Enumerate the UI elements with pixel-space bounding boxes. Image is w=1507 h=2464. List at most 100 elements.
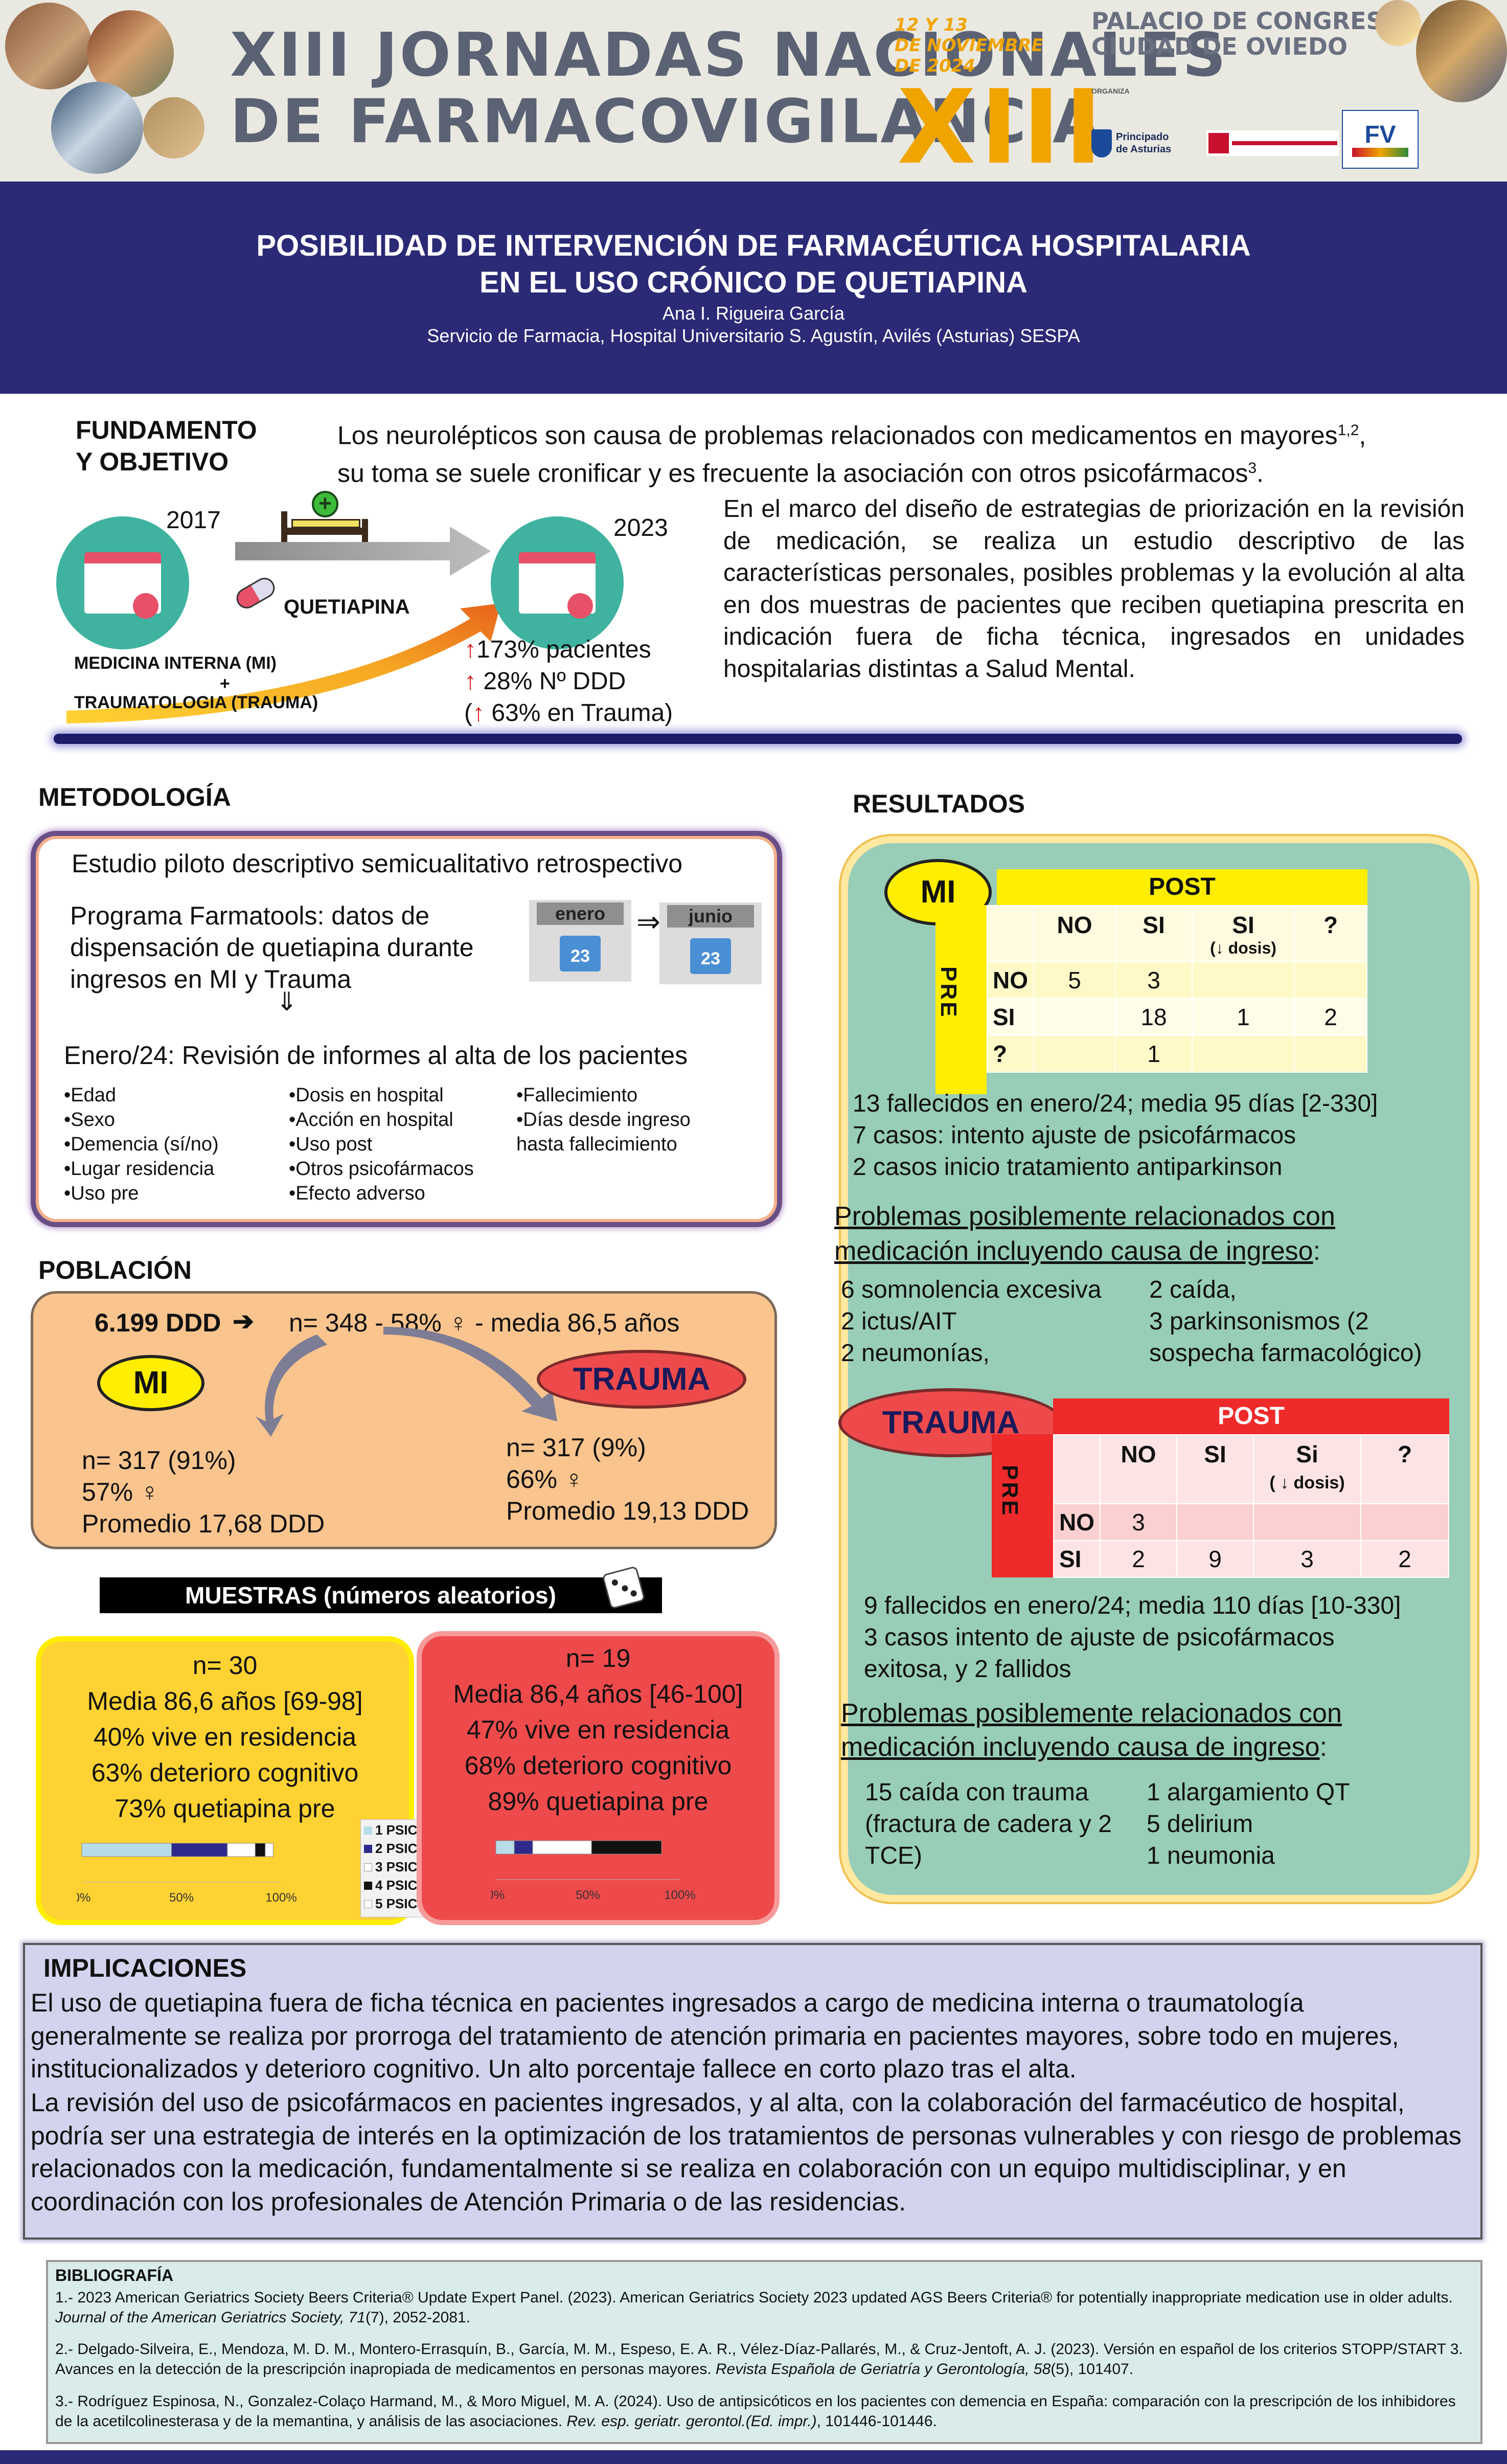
trauma-sample-line: n= 19 [565, 1644, 631, 1672]
growth-arrow [66, 527, 501, 724]
table-cell [1033, 998, 1116, 1036]
poblacion-heading: POBLACIÓN [38, 1256, 192, 1284]
variable-item: •Acción en hospital [289, 1109, 453, 1131]
metodologia-line1: Estudio piloto descriptivo semicualitati… [72, 849, 682, 878]
trauma-problem: 15 caída con trauma [865, 1779, 1089, 1806]
intro-sup1: 1,2 [1337, 422, 1359, 439]
trauma-problem: TCE) [865, 1842, 922, 1869]
ref1-text: 1.- 2023 American Geriatrics Society Bee… [55, 2289, 1453, 2306]
conference-date-line1: 12 Y 13 [895, 15, 968, 35]
intro-line1: Los neurolépticos son causa de problemas… [337, 421, 1338, 450]
drug-label: QUETIAPINA [284, 596, 410, 618]
variable-item: •Fallecimiento [516, 1084, 638, 1106]
poster-title-line2: EN EL USO CRÓNICO DE QUETIAPINA [479, 266, 1028, 299]
mi-problem: 2 caída, [1149, 1276, 1237, 1303]
fundamento-heading-line2: Y OBJETIVO [76, 447, 229, 476]
table-row: NO 5 3 [987, 961, 1367, 999]
photo-collage-left [0, 0, 215, 182]
trauma-population-line: n= 317 (9%) [506, 1433, 646, 1462]
legend-swatch [364, 1882, 372, 1890]
table-cell: 1 [1115, 1035, 1193, 1073]
table-cell: 3 [1115, 961, 1193, 999]
trauma-problem: 1 alargamiento QT [1147, 1779, 1350, 1806]
footer-band [0, 2450, 1507, 2464]
variable-item: •Demencia (sí/no) [64, 1134, 219, 1155]
ref2-tail: (5), 101407. [1051, 2361, 1134, 2378]
trauma-problems-col1: 15 caída con trauma (fractura de cadera … [865, 1777, 1112, 1872]
mi-post-header: POST [997, 869, 1367, 905]
muestras-heading: MUESTRAS (números aleatorios) [100, 1577, 662, 1613]
year-start: 2017 [166, 507, 221, 534]
trauma-note: 3 casos intento de ajuste de psicofármac… [864, 1624, 1335, 1651]
variable-item: •Lugar residencia [64, 1158, 215, 1180]
table-row: NO 3 [1053, 1503, 1449, 1541]
problems-heading-line1: Problemas posiblemente relacionados con [834, 1202, 1335, 1231]
table-cell [1294, 961, 1367, 999]
bibliografia-box [46, 2260, 1482, 2444]
trauma-sample-box [417, 1631, 780, 1925]
split-arrows [256, 1327, 557, 1437]
mi-sample-line: 40% vive en residencia [93, 1723, 357, 1751]
column-header: SI [1176, 1434, 1254, 1504]
table-cell: 2 [1294, 998, 1367, 1036]
variables-col2: •Dosis en hospital •Acción en hospital •… [289, 1083, 474, 1206]
legend-swatch [364, 1826, 372, 1835]
trauma-results-table: NO SI Si( ↓ dosis) ? NO 3 SI 2 9 3 2 [1053, 1434, 1449, 1578]
ministry-logo [1206, 130, 1339, 156]
evolution-diagram: 2017 + QUETIAPINA 2023 MEDICINA INTERNA … [51, 491, 711, 731]
trauma-post-header: POST [1053, 1398, 1449, 1434]
mi-note: 2 casos inicio tratamiento antiparkinson [853, 1154, 1283, 1181]
variable-item: •Sexo [64, 1109, 115, 1131]
table-row: SI 18 1 2 [987, 998, 1367, 1036]
column-subheader: (↓ dosis) [1210, 939, 1276, 957]
row-header: NO [1053, 1503, 1101, 1541]
mi-sample-box [36, 1636, 414, 1925]
trauma-pre-label: PRE [997, 1465, 1022, 1518]
intro-sup2: 3 [1248, 459, 1257, 477]
problems-heading-colon: : [1313, 1236, 1321, 1266]
venue-line2: CIUDAD DE OVIEDO [1091, 33, 1348, 60]
table-cell [1192, 1035, 1295, 1073]
x-tick-label: 50% [169, 1891, 194, 1905]
mi-population-line: n= 317 (91%) [82, 1446, 236, 1475]
implicaciones-para2: La revisión del uso de psicofármacos en … [31, 2088, 1462, 2216]
table-row: ? 1 [987, 1035, 1367, 1073]
bar-segment-4-psicof [255, 1843, 266, 1857]
bar-segment-2-psicof [514, 1840, 533, 1855]
trauma-problem: 1 neumonia [1147, 1842, 1275, 1869]
table-cell: 2 [1100, 1540, 1177, 1578]
trauma-sample-line: Media 86,4 años [46-100] [453, 1680, 743, 1708]
table-row: SI 2 9 3 2 [1053, 1540, 1449, 1578]
mi-badge: MI [97, 1355, 204, 1411]
x-tick-label: 0% [77, 1891, 90, 1905]
resultados-heading: RESULTADOS [853, 789, 1025, 818]
bar-segment-3-psicof [227, 1843, 256, 1857]
fundamento-intro: Los neurolépticos son causa de problemas… [337, 414, 1482, 489]
mi-note: 13 fallecidos en enero/24; media 95 días… [853, 1090, 1378, 1117]
trauma-results-table-wrap: POST PRE NO SI Si( ↓ dosis) ? NO 3 SI 2 … [992, 1398, 1449, 1578]
problems-heading-line2: medicación incluyendo causa de ingreso [834, 1236, 1313, 1266]
mi-sample-line: Media 86,6 años [69-98] [87, 1687, 363, 1715]
bibliografia-ref1: 1.- 2023 American Geriatrics Society Bee… [55, 2288, 1471, 2327]
trauma-population-line: Promedio 19,13 DDD [506, 1497, 749, 1525]
total-ddd: 6.199 DDD [95, 1308, 221, 1337]
mi-sample-line: 73% quetiapina pre [115, 1794, 335, 1823]
trauma-sample-line: 68% deterioro cognitivo [464, 1751, 732, 1780]
bibliografia-heading: BIBLIOGRAFÍA [55, 2266, 174, 2285]
ref1-journal: Journal of the American Geriatrics Socie… [55, 2309, 366, 2326]
mi-pre-label-bar: PRE [935, 905, 987, 1094]
bar-segment-1-psicof [495, 1840, 515, 1855]
trauma-population: n= 317 (9%) 66% ♀ Promedio 19,13 DDD [506, 1432, 749, 1527]
column-subheader: ( ↓ dosis) [1269, 1473, 1345, 1493]
table-cell: 5 [1033, 961, 1116, 999]
trauma-psicof-chart: 0%50%100% [491, 1840, 696, 1902]
metodologia-heading: METODOLOGÍA [38, 783, 231, 811]
variable-item: •Uso pre [64, 1183, 139, 1204]
row-header: SI [1053, 1540, 1101, 1578]
mi-population-line: Promedio 17,68 DDD [82, 1509, 325, 1538]
row-header: ? [987, 1035, 1034, 1073]
units-line1: MEDICINA INTERNA (MI) [74, 653, 277, 673]
ref3-journal: Rev. esp. geriatr. gerontol.(Ed. impr.) [566, 2413, 817, 2430]
column-header: SI [1115, 905, 1193, 962]
calendar-enero-icon: enero 23 [529, 900, 631, 982]
